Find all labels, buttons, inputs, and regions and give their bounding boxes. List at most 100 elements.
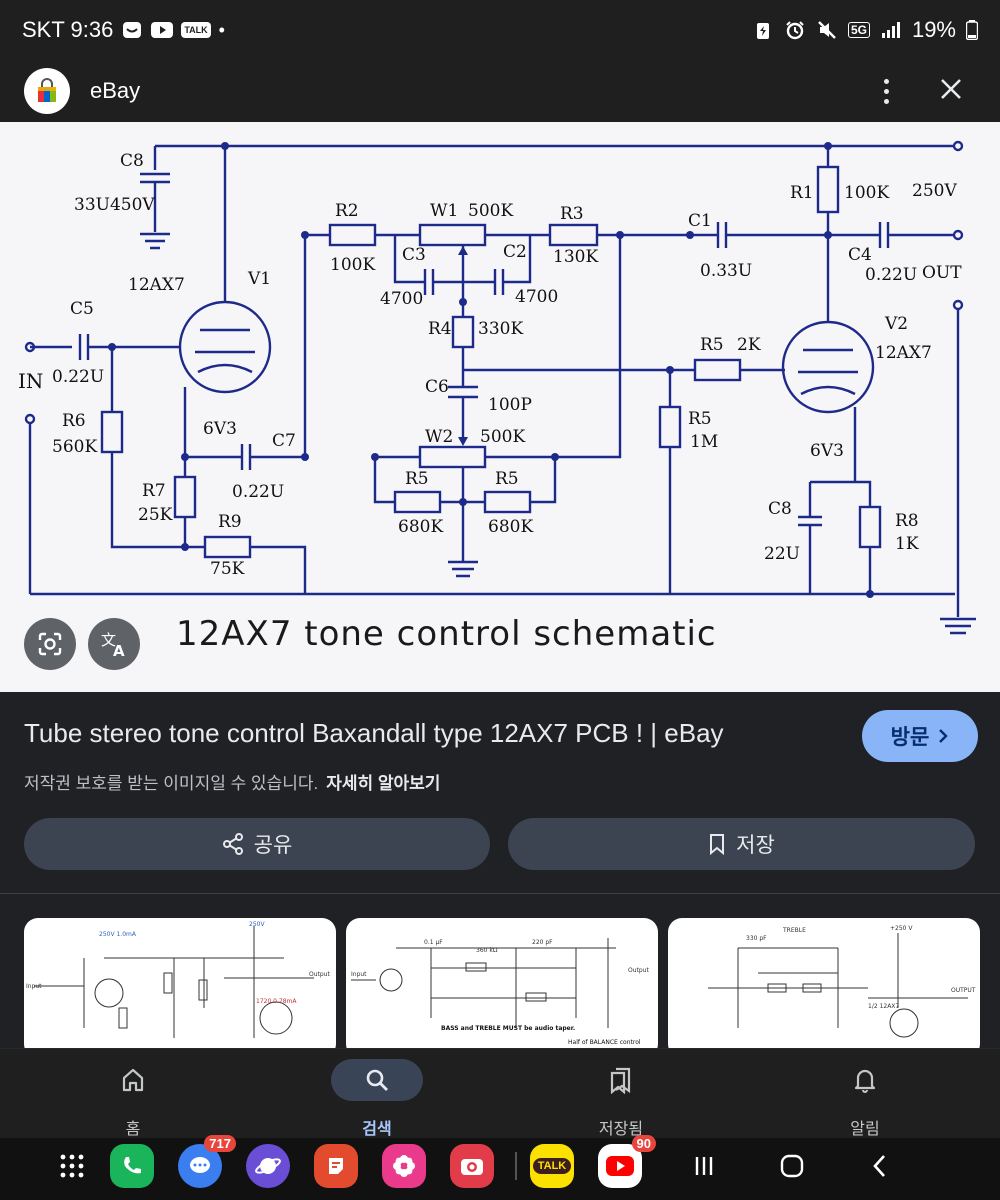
t3-label-d: OUTPUT xyxy=(951,987,976,994)
t1-label-e: 1720 0.78mA xyxy=(256,998,297,1005)
schematic-diagram: C8 33U450V V1 12AX7 6V3 C5 0.22U IN R6 5… xyxy=(18,140,976,635)
more-notifications-dot: • xyxy=(218,19,225,40)
label-r6: R6 xyxy=(62,411,86,431)
related-image-2[interactable]: 0.1 μF 360 kΩ 220 pF Input Output BASS a… xyxy=(346,918,658,1058)
bookmark-icon xyxy=(710,834,725,855)
label-r5d-val: 2K xyxy=(737,335,761,355)
home-button[interactable] xyxy=(770,1144,814,1188)
visit-label: 방문 xyxy=(890,726,930,749)
nav-search-label: 검색 xyxy=(362,1121,392,1138)
share-button[interactable]: 공유 xyxy=(24,818,490,870)
svg-text:文: 文 xyxy=(101,631,116,649)
label-r3: R3 xyxy=(560,204,584,224)
youtube-app-icon[interactable]: 90 xyxy=(598,1135,656,1188)
t2-label-b: 360 kΩ xyxy=(476,947,498,954)
t2-label-e: Output xyxy=(628,967,649,974)
t1-label-a: 250V 1.0mA xyxy=(99,931,137,938)
label-c8-bot-val: 22U xyxy=(764,544,800,564)
svg-text:A: A xyxy=(113,642,125,658)
recent-apps-icon xyxy=(695,1157,713,1175)
carrier-time: SKT 9:36 xyxy=(22,17,114,42)
label-r9: R9 xyxy=(218,512,242,532)
save-label: 저장 xyxy=(736,834,775,857)
lens-search-button[interactable] xyxy=(24,618,76,670)
app-header: eBay xyxy=(0,60,1000,122)
label-r5a: R5 xyxy=(405,469,429,489)
kakaotalk-label: TALK xyxy=(532,1158,572,1174)
label-r5c: R5 xyxy=(688,409,712,429)
battery-saver-icon xyxy=(752,20,774,40)
network-type-icon: 5G xyxy=(847,22,870,38)
label-r5a-val: 680K xyxy=(398,517,443,537)
label-c8-top: C8 xyxy=(120,151,144,171)
alarm-icon xyxy=(784,20,806,40)
search-icon xyxy=(366,1069,388,1091)
t2-label-c: 220 pF xyxy=(532,939,553,946)
label-r4: R4 xyxy=(428,319,452,339)
nav-home-label: 홈 xyxy=(125,1121,141,1138)
label-r9-val: 75K xyxy=(210,559,245,579)
label-r7-val: 25K xyxy=(138,505,173,525)
messenger-notification-icon xyxy=(121,20,143,40)
label-c2-val: 4700 xyxy=(515,287,558,307)
related-image-1[interactable]: 250V 1.0mA 250V Input Output 1720 0.78mA xyxy=(24,918,336,1058)
signal-icon xyxy=(880,20,902,40)
label-c3: C3 xyxy=(402,245,426,265)
t3-label-c: +250 V xyxy=(890,925,913,932)
label-v1-type: 12AX7 xyxy=(128,275,185,295)
messages-app-icon[interactable]: 717 xyxy=(178,1135,236,1188)
label-w2: W2 xyxy=(425,427,453,447)
bell-icon xyxy=(854,1069,876,1093)
nav-search[interactable]: 검색 xyxy=(307,1059,447,1139)
label-v1-heater: 6V3 xyxy=(203,419,237,439)
label-250v: 250V xyxy=(912,181,957,201)
label-r6-val: 560K xyxy=(52,437,97,457)
result-image[interactable]: C8 33U450V V1 12AX7 6V3 C5 0.22U IN R6 5… xyxy=(0,122,1000,692)
label-r8-val: 1K xyxy=(895,534,919,554)
kakaotalk-notification-icon: TALK xyxy=(181,22,211,38)
label-c2: C2 xyxy=(503,242,527,262)
t1-label-d: Output xyxy=(309,971,330,978)
label-r7: R7 xyxy=(142,481,166,501)
share-label: 공유 xyxy=(253,834,293,857)
back-button[interactable] xyxy=(858,1144,902,1188)
kakaotalk-app-icon[interactable]: TALK xyxy=(530,1144,574,1188)
label-r5b: R5 xyxy=(495,469,519,489)
notes-app-icon[interactable] xyxy=(314,1144,358,1188)
t2-label-f: BASS and TREBLE MUST be audio taper. xyxy=(441,1025,575,1032)
gallery-app-icon[interactable] xyxy=(382,1144,426,1188)
t3-label-b: 330 pF xyxy=(746,935,767,942)
save-button[interactable]: 저장 xyxy=(508,818,975,870)
copyright-notice: 저작권 보호를 받는 이미지일 수 있습니다. 자세히 알아보기 xyxy=(24,769,440,794)
copyright-text: 저작권 보호를 받는 이미지일 수 있습니다. xyxy=(24,774,319,793)
camera-app-icon[interactable] xyxy=(450,1144,494,1188)
visit-button[interactable]: 방문 xyxy=(862,710,978,762)
label-w1: W1 xyxy=(430,201,458,221)
t2-label-g: Half of BALANCE control xyxy=(568,1039,641,1046)
nav-notifications[interactable]: 알림 xyxy=(795,1059,935,1139)
dock-separator xyxy=(515,1152,517,1180)
more-options-icon[interactable] xyxy=(876,78,896,104)
nav-saved[interactable]: 저장됨 xyxy=(551,1059,691,1139)
t3-label-a: TREBLE xyxy=(782,927,806,934)
internet-app-icon[interactable] xyxy=(246,1144,290,1188)
result-title[interactable]: Tube stereo tone control Baxandall type … xyxy=(24,718,724,748)
shopping-bag-logo-icon[interactable] xyxy=(24,68,70,114)
close-icon[interactable] xyxy=(940,78,962,105)
label-r2: R2 xyxy=(335,201,359,221)
recent-apps-button[interactable] xyxy=(682,1144,726,1188)
phone-app-icon[interactable] xyxy=(110,1144,154,1188)
related-image-3[interactable]: TREBLE 330 pF +250 V OUTPUT 1/2 12AX7 xyxy=(668,918,980,1058)
label-c5-val: 0.22U xyxy=(52,367,104,387)
nav-home[interactable]: 홈 xyxy=(63,1059,203,1139)
saved-collections-icon xyxy=(610,1067,631,1094)
app-drawer-icon[interactable] xyxy=(50,1144,94,1188)
nav-notifications-label: 알림 xyxy=(850,1121,880,1138)
battery-icon xyxy=(966,20,978,40)
battery-percent: 19% xyxy=(911,17,956,42)
youtube-notification-icon xyxy=(151,20,174,40)
label-r5d: R5 xyxy=(700,335,724,355)
learn-more-link[interactable]: 자세히 알아보기 xyxy=(326,774,441,793)
divider xyxy=(0,893,1000,894)
